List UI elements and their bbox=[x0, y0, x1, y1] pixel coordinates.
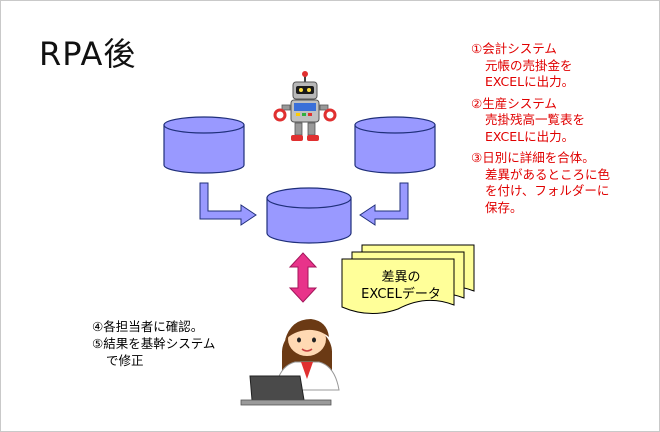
step-line: を付け、フォルダーに bbox=[485, 183, 610, 198]
database-left bbox=[163, 116, 245, 174]
arrow-left-to-center bbox=[199, 182, 257, 226]
document-label-line: EXCELデータ bbox=[361, 287, 441, 302]
step-1: ①会計システム 元帳の売掛金を EXCELに出力。 bbox=[471, 41, 651, 91]
step-line: 保存。 bbox=[485, 199, 523, 215]
document-label-line: 差異の bbox=[381, 270, 421, 285]
step-line: 売掛残高一覧表を bbox=[485, 112, 586, 127]
step-line: ②生産システム bbox=[471, 95, 557, 111]
person-at-laptop-icon bbox=[240, 319, 340, 406]
excel-documents bbox=[341, 244, 475, 314]
database-center bbox=[266, 187, 352, 244]
step-line: EXCELに出力。 bbox=[485, 74, 575, 89]
followup-notes: ④各担当者に確認。 ⑤結果を基幹システム で修正 bbox=[92, 318, 215, 369]
robot-icon bbox=[273, 71, 337, 141]
database-right bbox=[354, 116, 436, 174]
document-label: 差異の EXCELデータ bbox=[340, 269, 462, 303]
note-line: ⑤結果を基幹システム bbox=[92, 336, 216, 351]
step-2: ②生産システム 売掛残高一覧表を EXCELに出力。 bbox=[471, 96, 651, 146]
note-line: で修正 bbox=[106, 353, 144, 368]
arrow-right-to-center bbox=[359, 182, 409, 226]
step-line: 差異があるところに色 bbox=[485, 166, 611, 182]
step-line: EXCELに出力。 bbox=[485, 128, 575, 144]
slide-title: RPA後 bbox=[39, 35, 137, 73]
step-3: ③日別に詳細を合体。 差異があるところに色 を付け、フォルダーに 保存。 bbox=[471, 150, 651, 216]
step-line: 元帳の売掛金を bbox=[485, 57, 573, 73]
double-arrow bbox=[288, 252, 318, 303]
rpa-steps: ①会計システム 元帳の売掛金を EXCELに出力。 ②生産システム 売掛残高一覧… bbox=[471, 41, 651, 221]
note-line: ④各担当者に確認。 bbox=[92, 319, 204, 334]
step-line: ①会計システム bbox=[471, 41, 557, 56]
step-line: ③日別に詳細を合体。 bbox=[471, 150, 595, 165]
